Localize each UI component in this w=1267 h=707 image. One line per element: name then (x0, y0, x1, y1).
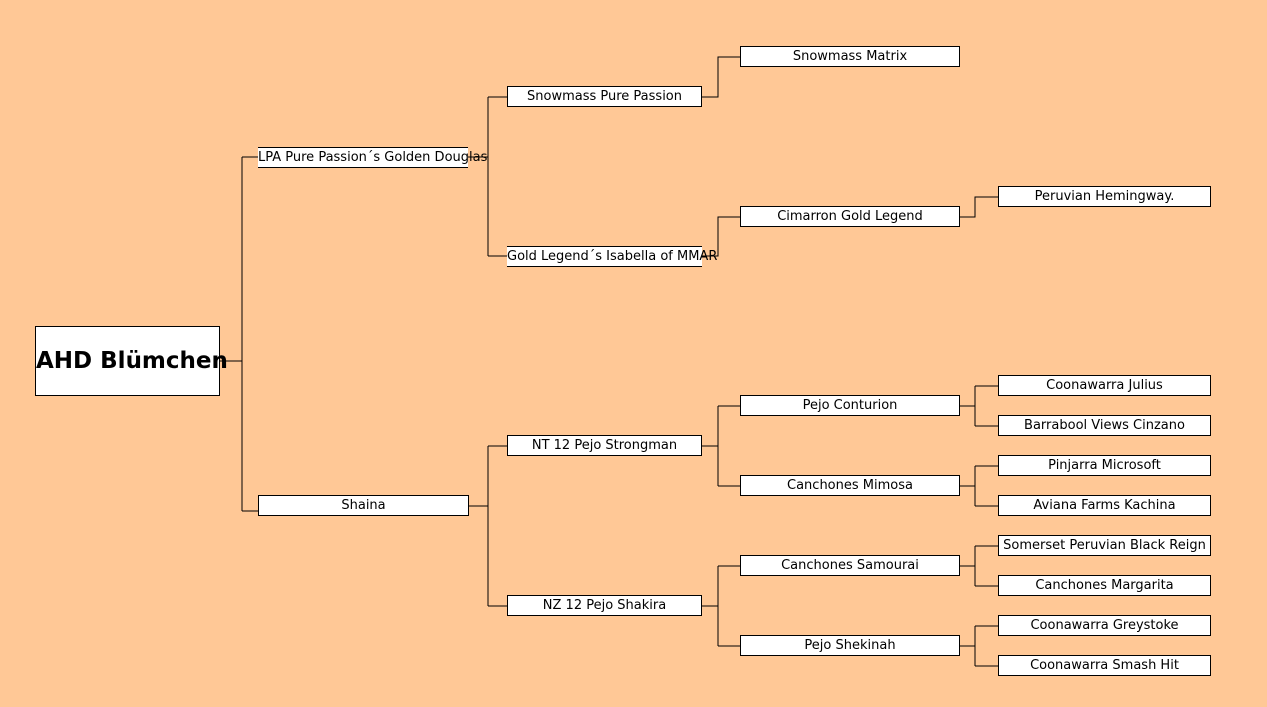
coonawarra-greystoke-box[interactable]: Coonawarra Greystoke (998, 615, 1211, 636)
peruvian-hemingway-box[interactable]: Peruvian Hemingway. (998, 186, 1211, 207)
sire-dam-box[interactable]: Gold Legend´s Isabella of MMAR (507, 246, 717, 267)
sire-sire-box[interactable]: Snowmass Pure Passion (507, 86, 702, 107)
connector-cimarron (960, 196, 998, 218)
pinjarra-microsoft-box[interactable]: Pinjarra Microsoft (998, 455, 1211, 476)
root-animal[interactable]: AHD Blümchen (35, 326, 228, 396)
dam-dam-box[interactable]: NZ 12 Pejo Shakira (507, 595, 702, 616)
somerset-peruvian-black-reign-box[interactable]: Somerset Peruvian Black Reign (998, 535, 1211, 556)
coonawarra-smash-hit-box[interactable]: Coonawarra Smash Hit (998, 655, 1211, 676)
canchones-mimosa-box[interactable]: Canchones Mimosa (740, 475, 960, 496)
aviana-farms-kachina-box[interactable]: Aviana Farms Kachina (998, 495, 1211, 516)
dam-box[interactable]: Shaina (258, 495, 469, 516)
canchones-margarita-box[interactable]: Canchones Margarita (998, 575, 1211, 596)
barrabool-views-cinzano-box[interactable]: Barrabool Views Cinzano (998, 415, 1211, 436)
dam-sire-box[interactable]: NT 12 Pejo Strongman (507, 435, 702, 456)
canchones-samourai-box[interactable]: Canchones Samourai (740, 555, 960, 576)
cimarron-gold-legend-box[interactable]: Cimarron Gold Legend (740, 206, 960, 227)
pejo-shekinah-box[interactable]: Pejo Shekinah (740, 635, 960, 656)
pejo-conturion-box[interactable]: Pejo Conturion (740, 395, 960, 416)
connector-snowmass (702, 56, 740, 98)
connector-isabella (702, 216, 740, 257)
coonawarra-julius-box[interactable]: Coonawarra Julius (998, 375, 1211, 396)
snowmass-matrix-box[interactable]: Snowmass Matrix (740, 46, 960, 67)
sire-box[interactable]: LPA Pure Passion´s Golden Douglas (258, 147, 487, 168)
